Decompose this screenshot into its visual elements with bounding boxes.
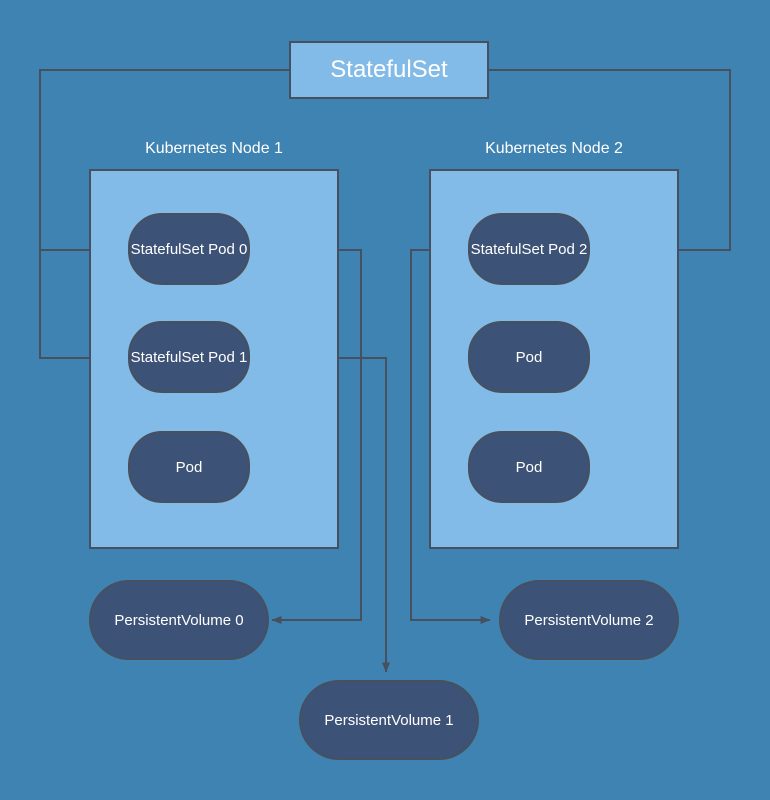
pod-plain-node2-b[interactable]: Pod xyxy=(468,431,590,503)
pod-statefulset-pod-0[interactable]: StatefulSet Pod 0 xyxy=(128,213,250,285)
volume-persistentvolume-2[interactable]: PersistentVolume 2 xyxy=(499,580,679,660)
volume-persistentvolume-0[interactable]: PersistentVolume 0 xyxy=(89,580,269,660)
pod-plain-node2-a[interactable]: Pod xyxy=(468,321,590,393)
pod-label: StatefulSet Pod 2 xyxy=(470,240,588,258)
volume-label: PersistentVolume 1 xyxy=(324,711,454,729)
node-group-1[interactable]: Kubernetes Node 1 StatefulSet Pod 0 Stat… xyxy=(89,140,339,549)
pod-label: Pod xyxy=(175,458,203,476)
pod-label: StatefulSet Pod 1 xyxy=(130,348,248,366)
node-1-label: Kubernetes Node 1 xyxy=(145,140,283,157)
pod-label: Pod xyxy=(515,458,543,476)
pod-plain-node1[interactable]: Pod xyxy=(128,431,250,503)
volume-label: PersistentVolume 0 xyxy=(114,611,244,629)
node-group-2[interactable]: Kubernetes Node 2 StatefulSet Pod 2 Pod … xyxy=(429,140,679,549)
node-2-label: Kubernetes Node 2 xyxy=(485,140,623,157)
pod-statefulset-pod-1[interactable]: StatefulSet Pod 1 xyxy=(128,321,250,393)
statefulset-label: StatefulSet xyxy=(330,56,448,83)
pod-label: Pod xyxy=(515,348,543,366)
pod-statefulset-pod-2[interactable]: StatefulSet Pod 2 xyxy=(468,213,590,285)
pod-label: StatefulSet Pod 0 xyxy=(130,240,248,258)
statefulset-box[interactable]: StatefulSet xyxy=(289,41,489,99)
volume-label: PersistentVolume 2 xyxy=(524,611,654,629)
volume-persistentvolume-1[interactable]: PersistentVolume 1 xyxy=(299,680,479,760)
